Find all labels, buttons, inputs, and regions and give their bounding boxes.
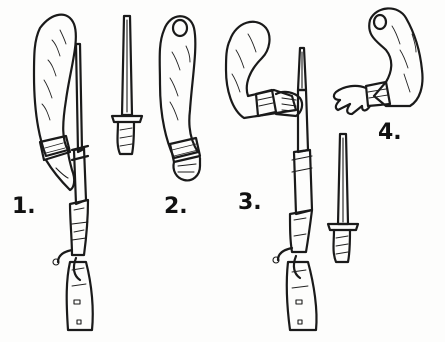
step-label-2: 2. xyxy=(164,196,188,218)
step-label-3: 3. xyxy=(238,192,262,214)
step-label-1: 1. xyxy=(12,196,36,218)
step-4-figure xyxy=(334,8,423,114)
step-3-rifle xyxy=(273,48,317,330)
step-1-figure xyxy=(34,15,93,330)
bayonet-1 xyxy=(112,16,142,154)
step-label-4: 4. xyxy=(378,122,402,144)
step-2-figure xyxy=(160,16,200,180)
step-3-figure xyxy=(226,22,317,330)
bayonet-2 xyxy=(328,134,358,262)
step-1-arm xyxy=(34,15,76,190)
